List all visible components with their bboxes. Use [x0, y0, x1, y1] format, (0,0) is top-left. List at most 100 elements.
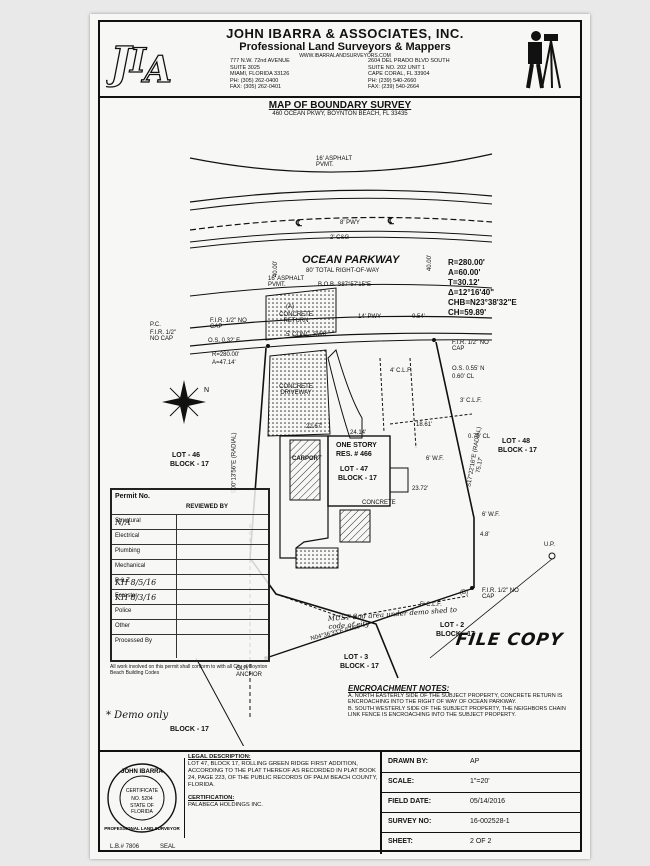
carport-label: CARPORT [292, 456, 322, 462]
company-block: JOHN IBARRA & ASSOCIATES, INC. Professio… [200, 26, 490, 59]
clf-3-label: 3' C.L.F. [460, 398, 482, 404]
clf-4-label: 4' C.L.F. [390, 368, 412, 374]
pwy14-label: 14' PWY [358, 314, 382, 320]
street-name: OCEAN PARKWAY [302, 254, 400, 266]
offset-os-left: O.S. 0.32' E [208, 338, 241, 344]
info-row: SHEET:2 OF 2 [388, 838, 492, 845]
surveyor-figure-icon [526, 31, 561, 89]
svg-text:PROFESSIONAL LAND SURVEYOR: PROFESSIONAL LAND SURVEYOR [104, 826, 180, 831]
dim-1861: 18.61' [416, 422, 433, 428]
encroachment-notes: ENCROACHMENT NOTES: A. NORTH EASTERLY SI… [348, 684, 576, 719]
info-row: SURVEY NO:16-002528-1 [382, 812, 582, 833]
lot-47-label: LOT - 47 [340, 466, 369, 473]
curb-gutter-label: 2' C&G [330, 235, 350, 241]
permit-title: Permit No. [115, 493, 151, 500]
svg-text:NO. 5204: NO. 5204 [131, 796, 153, 802]
lot-46-label: LOT - 46 [172, 452, 201, 459]
dim-4: 4.8' [480, 532, 490, 538]
permit-reviewed-by: REVIEWED BY [186, 504, 229, 510]
dim-40-right: 40.00' [427, 254, 434, 272]
permit-row: Electrical [112, 529, 268, 545]
centerline-symbol-left: ℄ [296, 218, 302, 228]
company-subtitle: Professional Land Surveyors & Mappers [239, 41, 451, 53]
svg-text:JOHN IBARRA: JOHN IBARRA [121, 769, 163, 775]
seal-label: SEAL [160, 844, 176, 850]
file-copy-stamp: FILE COPY [454, 630, 565, 650]
permit-row: Other [112, 619, 268, 635]
plan-linework: N [162, 153, 556, 746]
info-row: DRAWN BY:AP [382, 752, 582, 773]
centerline-symbol-right: ℄ [388, 216, 394, 226]
b-marker: (B) [460, 590, 468, 596]
dim-2414: 24.14' [350, 430, 367, 436]
fir-left: F.I.R. 1/2" NO CAP [150, 330, 177, 342]
svg-text:FLORIDA: FLORIDA [131, 809, 153, 815]
block-17-label: BLOCK - 17 [338, 475, 377, 482]
svg-text:STATE OF: STATE OF [130, 803, 154, 809]
block-17b-label: BLOCK - 17 [170, 461, 209, 468]
block-17d-label: BLOCK - 17 [436, 631, 475, 638]
survey-sheet: J I A JOHN IBARRA & ASSOCIATES, INC. Pro… [90, 14, 590, 859]
dim-2372: 23.72' [412, 486, 429, 492]
lot-2-label: LOT - 2 [440, 622, 465, 629]
fir-left-2: F.I.R. 1/2" NO CAP [210, 318, 247, 330]
encroachment-note: B. SOUTH WESTERLY SIDE OF THE SUBJECT PR… [348, 705, 566, 719]
encroachment-note: A. NORTH EASTERLY SIDE OF THE SUBJECT PR… [348, 692, 563, 706]
lot-48-label: LOT - 48 [502, 438, 531, 445]
surveyor-seal: CERTIFICATE NO. 5204 STATE OF FLORIDA JO… [104, 758, 185, 838]
clf-060: 0.60' CL [452, 374, 475, 380]
a-marker: (A) [286, 304, 294, 310]
survey-info-table: DRAWN BY:AP SCALE:1"=20' FIELD DATE:05/1… [380, 752, 582, 854]
block-17c-label: BLOCK - 17 [498, 447, 537, 454]
pwy-label: 8' PWY [340, 220, 360, 226]
clf-070: 0.70' CL [468, 434, 491, 440]
map-title-block: MAP OF BOUNDARY SURVEY 460 OCEAN PKWY, B… [100, 100, 580, 117]
house-title: ONE STORY [336, 442, 377, 449]
bob-label: B.O.B. S87°57'15"E [318, 282, 372, 288]
title-block-footer: CERTIFICATE NO. 5204 STATE OF FLORIDA JO… [100, 750, 582, 854]
wf-6-label: 6' W.F. [426, 456, 444, 462]
company-logo: J I A [106, 37, 173, 90]
permit-row: Police [112, 604, 268, 620]
concrete-return-label: CONCRETE RETURN [279, 312, 313, 324]
info-row: SCALE:1"=20' [382, 772, 582, 793]
offset-054: 0.54' [412, 314, 425, 320]
lot-3-label: LOT - 3 [344, 654, 369, 661]
radius-280: R=280.00' [212, 352, 240, 358]
permit-row: Plumbing [112, 544, 268, 560]
guy-anchor-label: GUY ANCHOR [236, 666, 263, 678]
bearing-left: S00°13'56"E (RADIAL) [231, 432, 238, 494]
svg-text:I: I [129, 41, 147, 81]
permit-row: Processed By [112, 634, 268, 650]
sidewalk-label: 5' CONC. SWK. [286, 332, 329, 338]
svg-text:A: A [141, 49, 172, 90]
utility-pole-label: U.P. [544, 542, 555, 548]
offset-os-right: O.S. 0.55' N [452, 366, 485, 372]
driveway-label: CONCRETE DRIVEWAY [279, 384, 313, 396]
arc-4714: A=47.14' [212, 360, 236, 366]
legal-title: LEGAL DESCRIPTION: [188, 754, 251, 760]
svg-text:J: J [106, 38, 134, 89]
legal-text: LOT 47, BLOCK 17, ROLLING GREEN RIDGE FI… [188, 761, 378, 788]
fir-bottom: F.I.R. 1/2" NO CAP [482, 588, 519, 600]
demo-only-note: * Demo only [106, 710, 169, 721]
curve-data: R=280.00'A=60.00'T=30.12'Δ=12°16'40"CHB=… [448, 258, 517, 317]
concrete-label: CONCRETE [362, 500, 396, 506]
pc-label: P.C. [150, 322, 161, 328]
encroachment-title: ENCROACHMENT NOTES: [348, 684, 450, 693]
certification-title: CERTIFICATION: [188, 795, 235, 801]
legal-description: LEGAL DESCRIPTION: LOT 47, BLOCK 17, ROL… [188, 754, 378, 809]
block-17-low: BLOCK - 17 [170, 726, 209, 733]
block-17e-label: BLOCK - 17 [340, 663, 379, 670]
drawing-frame: J I A JOHN IBARRA & ASSOCIATES, INC. Pro… [98, 20, 582, 854]
company-website: WWW.IBARRALANDSURVEYORS.COM [299, 53, 391, 59]
